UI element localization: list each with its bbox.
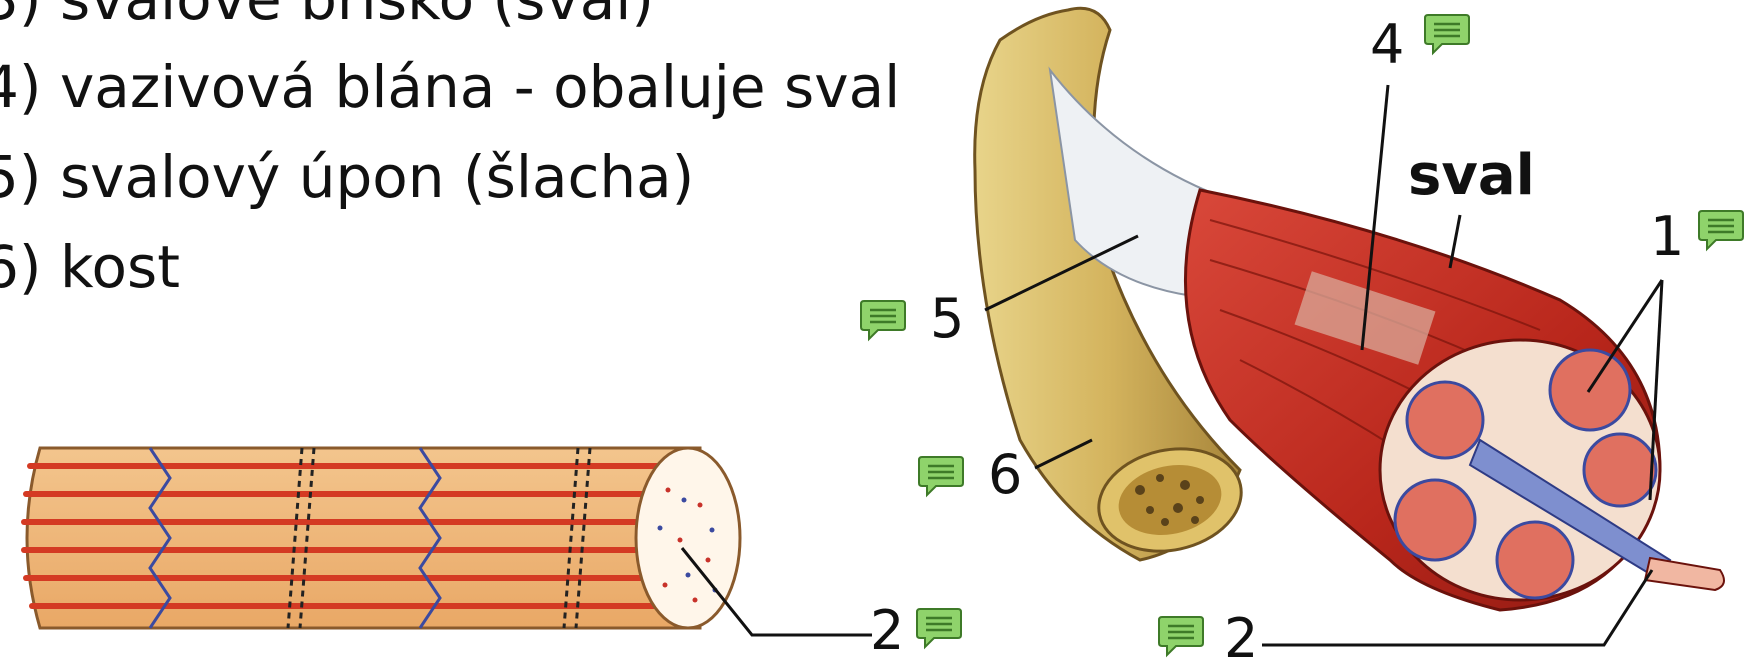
- label-2-fiber: 2: [870, 604, 904, 658]
- comment-icon[interactable]: [1156, 614, 1206, 658]
- comment-icon[interactable]: [914, 606, 964, 650]
- label-2-muscle: 2: [1224, 612, 1258, 666]
- label-5: 5: [930, 292, 964, 346]
- muscle: [1185, 190, 1724, 610]
- comment-icon[interactable]: [1696, 208, 1746, 252]
- comment-icon[interactable]: [1422, 12, 1472, 56]
- label-6: 6: [988, 448, 1022, 502]
- label-1: 1: [1650, 210, 1684, 264]
- label-4: 4: [1370, 18, 1404, 72]
- comment-icon[interactable]: [858, 298, 908, 342]
- muscle-fiber: [24, 448, 872, 635]
- label-sval: sval: [1408, 148, 1535, 204]
- comment-icon[interactable]: [916, 454, 966, 498]
